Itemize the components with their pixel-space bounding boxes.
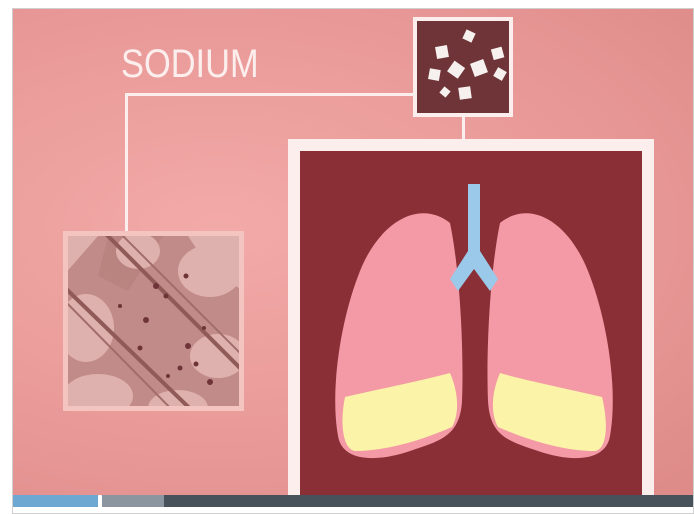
video-player[interactable]: SODIUM [12,8,694,514]
lungs-panel [288,139,654,495]
lungs-icon [300,151,642,495]
lung-tissue-panel [63,231,244,411]
sodium-title: SODIUM [121,42,259,87]
sodium-crystals-panel [413,17,513,117]
progress-played [13,495,100,507]
connector-line-right-vertical [462,117,465,139]
connector-line-horizontal [125,93,413,96]
video-frame[interactable]: SODIUM [13,9,694,495]
sodium-crystals-icon [417,21,509,113]
connector-line-left-vertical [125,93,128,231]
lung-tissue-icon [68,236,239,406]
progress-bar-bottom-edge [13,507,694,514]
video-progress-bar[interactable] [13,495,694,514]
